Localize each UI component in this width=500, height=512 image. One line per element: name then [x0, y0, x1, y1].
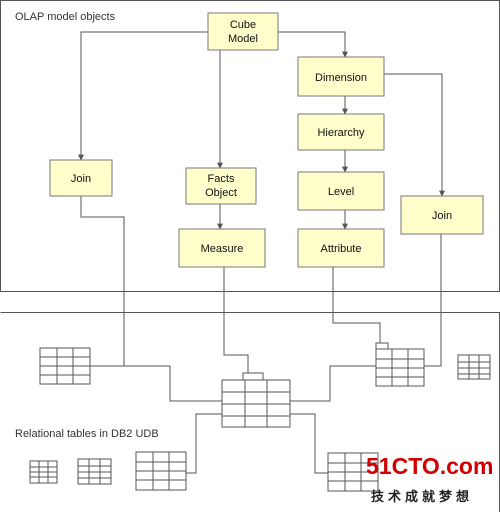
olap-region-label: OLAP model objects — [15, 11, 116, 23]
mapping-join-left — [80, 196, 125, 367]
watermark-main-text: 51CTO.com — [366, 453, 493, 479]
node-hierarchy-label: Hierarchy — [317, 127, 365, 139]
relational-tables — [29, 342, 491, 492]
table-bottom-right — [327, 452, 379, 492]
mapping-attribute — [332, 267, 381, 349]
watermark: 51CTO.com 技术成就梦想 — [366, 453, 493, 504]
node-dimension-label: Dimension — [315, 72, 367, 84]
node-level-label: Level — [328, 186, 354, 198]
mapping-measure — [223, 267, 249, 373]
table-bottom-left-large — [135, 451, 187, 491]
node-cube-model-line1: Cube — [230, 19, 256, 31]
node-hierarchy[interactable]: Hierarchy — [297, 113, 385, 151]
node-measure-label: Measure — [201, 243, 244, 255]
node-dimension[interactable]: Dimension — [297, 56, 385, 97]
node-facts-object-line2: Object — [205, 187, 237, 199]
node-join-left-label: Join — [71, 173, 91, 185]
node-cube-model-line2: Model — [228, 33, 258, 45]
mapping-lines — [80, 196, 442, 474]
node-join-right-label: Join — [432, 210, 452, 222]
table-bottom-left-medium — [77, 458, 112, 485]
table-far-right — [457, 354, 491, 380]
mapping-dim-fact — [290, 365, 376, 402]
node-facts-object-line1: Facts — [208, 173, 235, 185]
node-attribute[interactable]: Attribute — [297, 228, 385, 268]
watermark-sub-text: 技术成就梦想 — [371, 489, 473, 504]
node-join-right[interactable]: Join — [400, 195, 484, 235]
node-level[interactable]: Level — [297, 171, 385, 211]
node-facts-object[interactable]: Facts Object — [185, 167, 257, 205]
table-left-top — [39, 347, 91, 385]
table-bottom-left-small — [29, 460, 58, 484]
connector-cube-dimension — [278, 31, 348, 58]
node-attribute-label: Attribute — [321, 243, 362, 255]
connector-dimension-join — [384, 73, 445, 197]
relational-region-label: Relational tables in DB2 UDB — [15, 428, 159, 440]
mapping-fact-lower-right — [290, 413, 328, 474]
table-dimension-right — [375, 342, 425, 387]
table-fact-center — [221, 372, 291, 428]
mapping-join-center — [124, 365, 222, 402]
node-measure[interactable]: Measure — [178, 228, 266, 268]
olap-connectors — [78, 31, 445, 230]
olap-nodes: Cube Model Dimension Hierarchy Level Att… — [49, 12, 484, 268]
mapping-fact-lower-left — [186, 413, 222, 474]
mapping-join-right — [424, 234, 442, 367]
connector-cube-join — [78, 31, 208, 161]
node-join-left[interactable]: Join — [49, 159, 113, 197]
node-cube-model[interactable]: Cube Model — [207, 12, 279, 51]
